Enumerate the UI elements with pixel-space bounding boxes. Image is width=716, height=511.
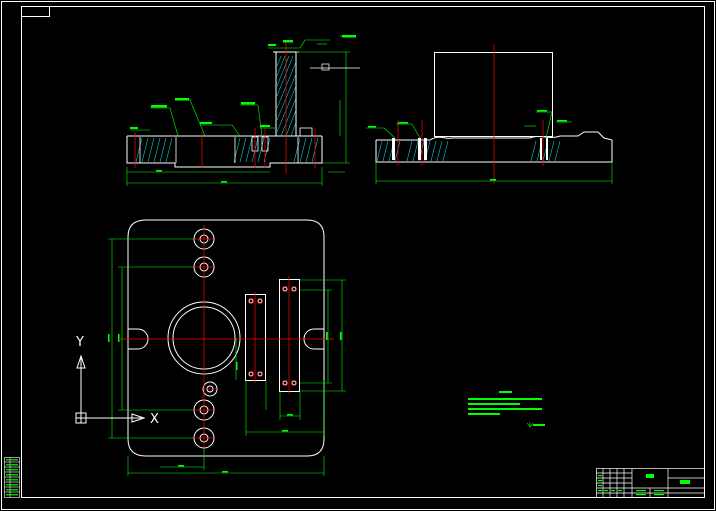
bolt-holes	[193, 228, 218, 449]
side-strip-table	[4, 457, 20, 498]
plan-view[interactable]	[108, 219, 346, 476]
front-view-label-tags	[130, 35, 356, 183]
front-section-view[interactable]	[126, 35, 360, 186]
ucs-icon	[75, 354, 146, 424]
title-block	[596, 468, 705, 498]
side-section-view[interactable]	[366, 44, 613, 184]
inner-frame	[21, 6, 705, 498]
ucs-x-label: X	[150, 412, 159, 427]
technical-notes-block	[468, 391, 545, 428]
section-hatch	[135, 55, 319, 163]
side-view-label-tags	[368, 110, 567, 181]
plan-view-dimensions	[108, 238, 346, 476]
reference-box	[21, 6, 50, 17]
clamp-bars	[245, 279, 300, 392]
ucs-y-label: Y	[75, 335, 84, 350]
side-section-hatch	[376, 140, 561, 162]
plan-view-label-tags	[108, 332, 342, 473]
plan-centerlines	[120, 225, 334, 452]
side-view-dimensions	[366, 111, 613, 184]
